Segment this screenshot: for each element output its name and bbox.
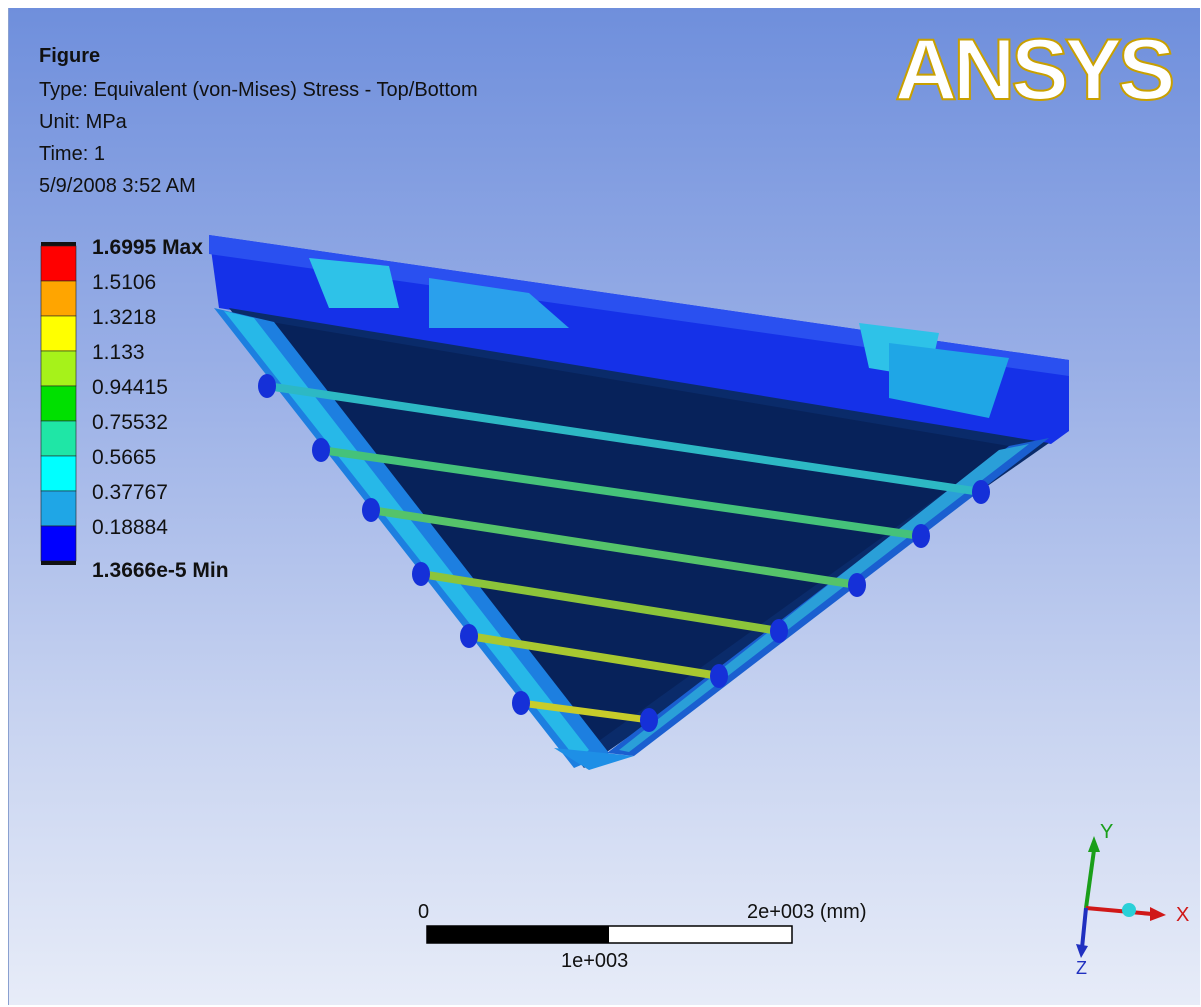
model-view[interactable] [9, 8, 1200, 1005]
result-unit: Unit: MPa [39, 111, 127, 133]
legend-color-box [40, 350, 77, 387]
legend-level-label: 0.18884 [92, 516, 168, 539]
top-rim [209, 235, 1069, 444]
legend-min-label: 1.3666e-5 Min [92, 559, 229, 582]
legend-color-box [40, 245, 77, 282]
tie-rod [263, 382, 985, 496]
y-axis [1084, 849, 1096, 909]
legend-color-box [40, 385, 77, 422]
x-axis [1085, 906, 1153, 916]
graphics-viewport[interactable]: Figure Type: Equivalent (von-Mises) Stre… [8, 8, 1200, 1005]
legend-color-box [40, 315, 77, 352]
ansys-logo: ANSYS [894, 23, 1177, 113]
legend-max-cap [41, 242, 76, 246]
legend-level-label: 0.5665 [92, 446, 157, 469]
result-time: Time: 1 [39, 143, 105, 165]
legend-color-box [40, 525, 77, 562]
legend-level-label: 0.75532 [92, 411, 168, 434]
legend-color-box [40, 455, 77, 492]
legend-level-label: 1.133 [92, 341, 145, 364]
coordinate-triad[interactable]: Y X Z [1064, 808, 1200, 978]
y-axis-label: Y [1100, 821, 1113, 843]
legend-level-label: 0.37767 [92, 481, 168, 504]
scale-bar-left-label: 0 [418, 901, 430, 923]
z-axis-label: Z [1076, 958, 1087, 978]
ansys-logo-text: ANSYS [895, 23, 1172, 113]
bolts [258, 374, 990, 732]
result-type: Type: Equivalent (von-Mises) Stress - To… [39, 79, 478, 101]
tie-rod [417, 570, 783, 635]
tie-rod [367, 506, 861, 589]
scale-bar-right-label: 2e+003 (mm) [747, 901, 867, 923]
tie-rods [263, 382, 985, 724]
result-date: 5/9/2008 3:52 AM [39, 175, 196, 197]
legend-level-label: 0.94415 [92, 376, 168, 399]
legend-min-cap [41, 561, 76, 565]
figure-title: Figure [39, 45, 101, 67]
legend-level-label: 1.3218 [92, 306, 157, 329]
legend-level-label: 1.5106 [92, 271, 157, 294]
legend-color-box [40, 280, 77, 317]
stress-legend [40, 242, 77, 565]
z-axis [1080, 907, 1088, 949]
legend-max-label: 1.6995 Max [92, 236, 203, 259]
triad-center-ball [1122, 903, 1136, 917]
tie-rod [317, 446, 925, 540]
tie-rod [465, 632, 723, 680]
x-axis-label: X [1176, 904, 1189, 926]
scale-bar-mid-label: 1e+003 [561, 950, 629, 972]
tie-rod [517, 699, 653, 724]
legend-color-box [40, 420, 77, 457]
legend-color-box [40, 490, 77, 527]
